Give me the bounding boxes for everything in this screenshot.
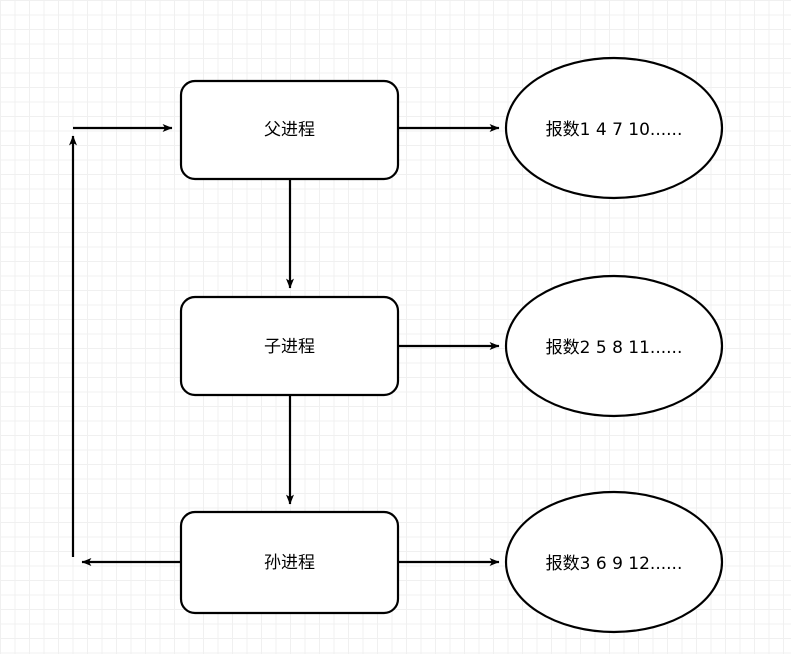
output-label-parent: 报数1 4 7 10......	[546, 120, 683, 140]
output-node-child[interactable]: 报数2 5 8 11......	[504, 274, 724, 418]
output-label-grandchild: 报数3 6 9 12......	[546, 554, 683, 574]
output-label-child: 报数2 5 8 11......	[546, 338, 683, 358]
output-ellipse-child[interactable]	[504, 274, 724, 418]
process-box-parent[interactable]	[179, 79, 400, 181]
process-label-child: 子进程	[264, 337, 315, 357]
process-label-parent: 父进程	[264, 120, 315, 140]
process-node-parent[interactable]: 父进程	[179, 79, 400, 181]
output-node-parent[interactable]: 报数1 4 7 10......	[504, 56, 724, 200]
process-node-grandchild[interactable]: 孙进程	[179, 510, 400, 615]
process-node-child[interactable]: 子进程	[179, 295, 400, 397]
output-node-grandchild[interactable]: 报数3 6 9 12......	[504, 490, 724, 634]
process-box-grandchild[interactable]	[179, 510, 400, 615]
process-box-child[interactable]	[179, 295, 400, 397]
process-label-grandchild: 孙进程	[264, 553, 315, 573]
output-ellipse-grandchild[interactable]	[504, 490, 724, 634]
output-ellipse-parent[interactable]	[504, 56, 724, 200]
edge-grandchild-to-parent-loop	[69, 124, 181, 566]
